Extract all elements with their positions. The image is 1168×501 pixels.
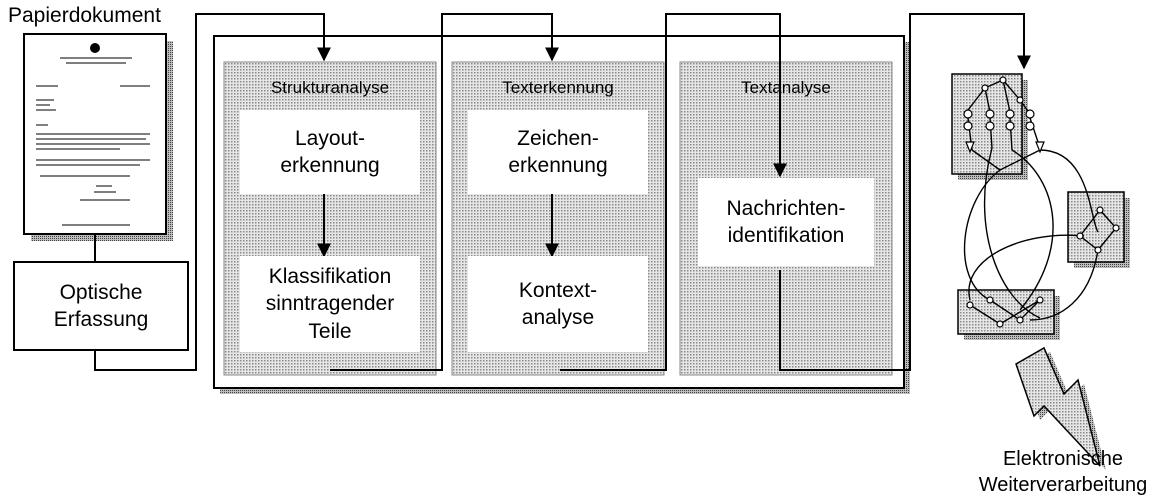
output-label: Elektronische Weiterverarbeitung bbox=[960, 446, 1166, 498]
optical-capture-box: Optische Erfassung bbox=[16, 264, 186, 348]
stage-title-texterkennung: Texterkennung bbox=[502, 78, 614, 97]
step-layout-recognition: Layout- erkennung bbox=[240, 110, 420, 194]
step-layout-line1: Layout- bbox=[294, 126, 366, 150]
step-context-analysis: Kontext- analyse bbox=[468, 256, 648, 352]
step-context-line2: analyse bbox=[521, 306, 595, 329]
stage-title-strukturanalyse: Strukturanalyse bbox=[270, 78, 390, 97]
output-label-line1: Elektronische bbox=[1002, 448, 1124, 470]
output-label-line2: Weiterverarbeitung bbox=[978, 474, 1148, 496]
lightning-bolt-icon bbox=[1015, 346, 1106, 470]
paper-document-icon bbox=[23, 33, 173, 241]
step-message-line2: identifikation bbox=[727, 224, 845, 247]
step-message-identification: Nachrichten- identifikation bbox=[698, 178, 874, 266]
step-message-line1: Nachrichten- bbox=[726, 196, 846, 220]
flow-lines bbox=[94, 13, 1031, 371]
network-graph-icon bbox=[951, 73, 1130, 340]
input-document-label: Papierdokument bbox=[8, 4, 161, 27]
step-classification: Klassifikation sinntragender Teile bbox=[240, 256, 420, 352]
step-layout-line2: erkennung bbox=[280, 154, 380, 177]
step-character-line2: erkennung bbox=[508, 154, 608, 177]
stage-title-textanalyse: Textanalyse bbox=[741, 78, 831, 97]
step-classification-line3: Teile bbox=[308, 319, 352, 343]
step-character-recognition: Zeichen- erkennung bbox=[468, 110, 648, 194]
step-classification-line1: Klassifikation bbox=[268, 265, 392, 289]
step-classification-line2: sinntragender bbox=[265, 292, 395, 316]
step-character-line1: Zeichen- bbox=[517, 126, 599, 150]
optical-capture-line1: Optische bbox=[59, 280, 143, 304]
optical-capture-line2: Erfassung bbox=[53, 308, 149, 331]
step-context-line1: Kontext- bbox=[518, 278, 598, 302]
